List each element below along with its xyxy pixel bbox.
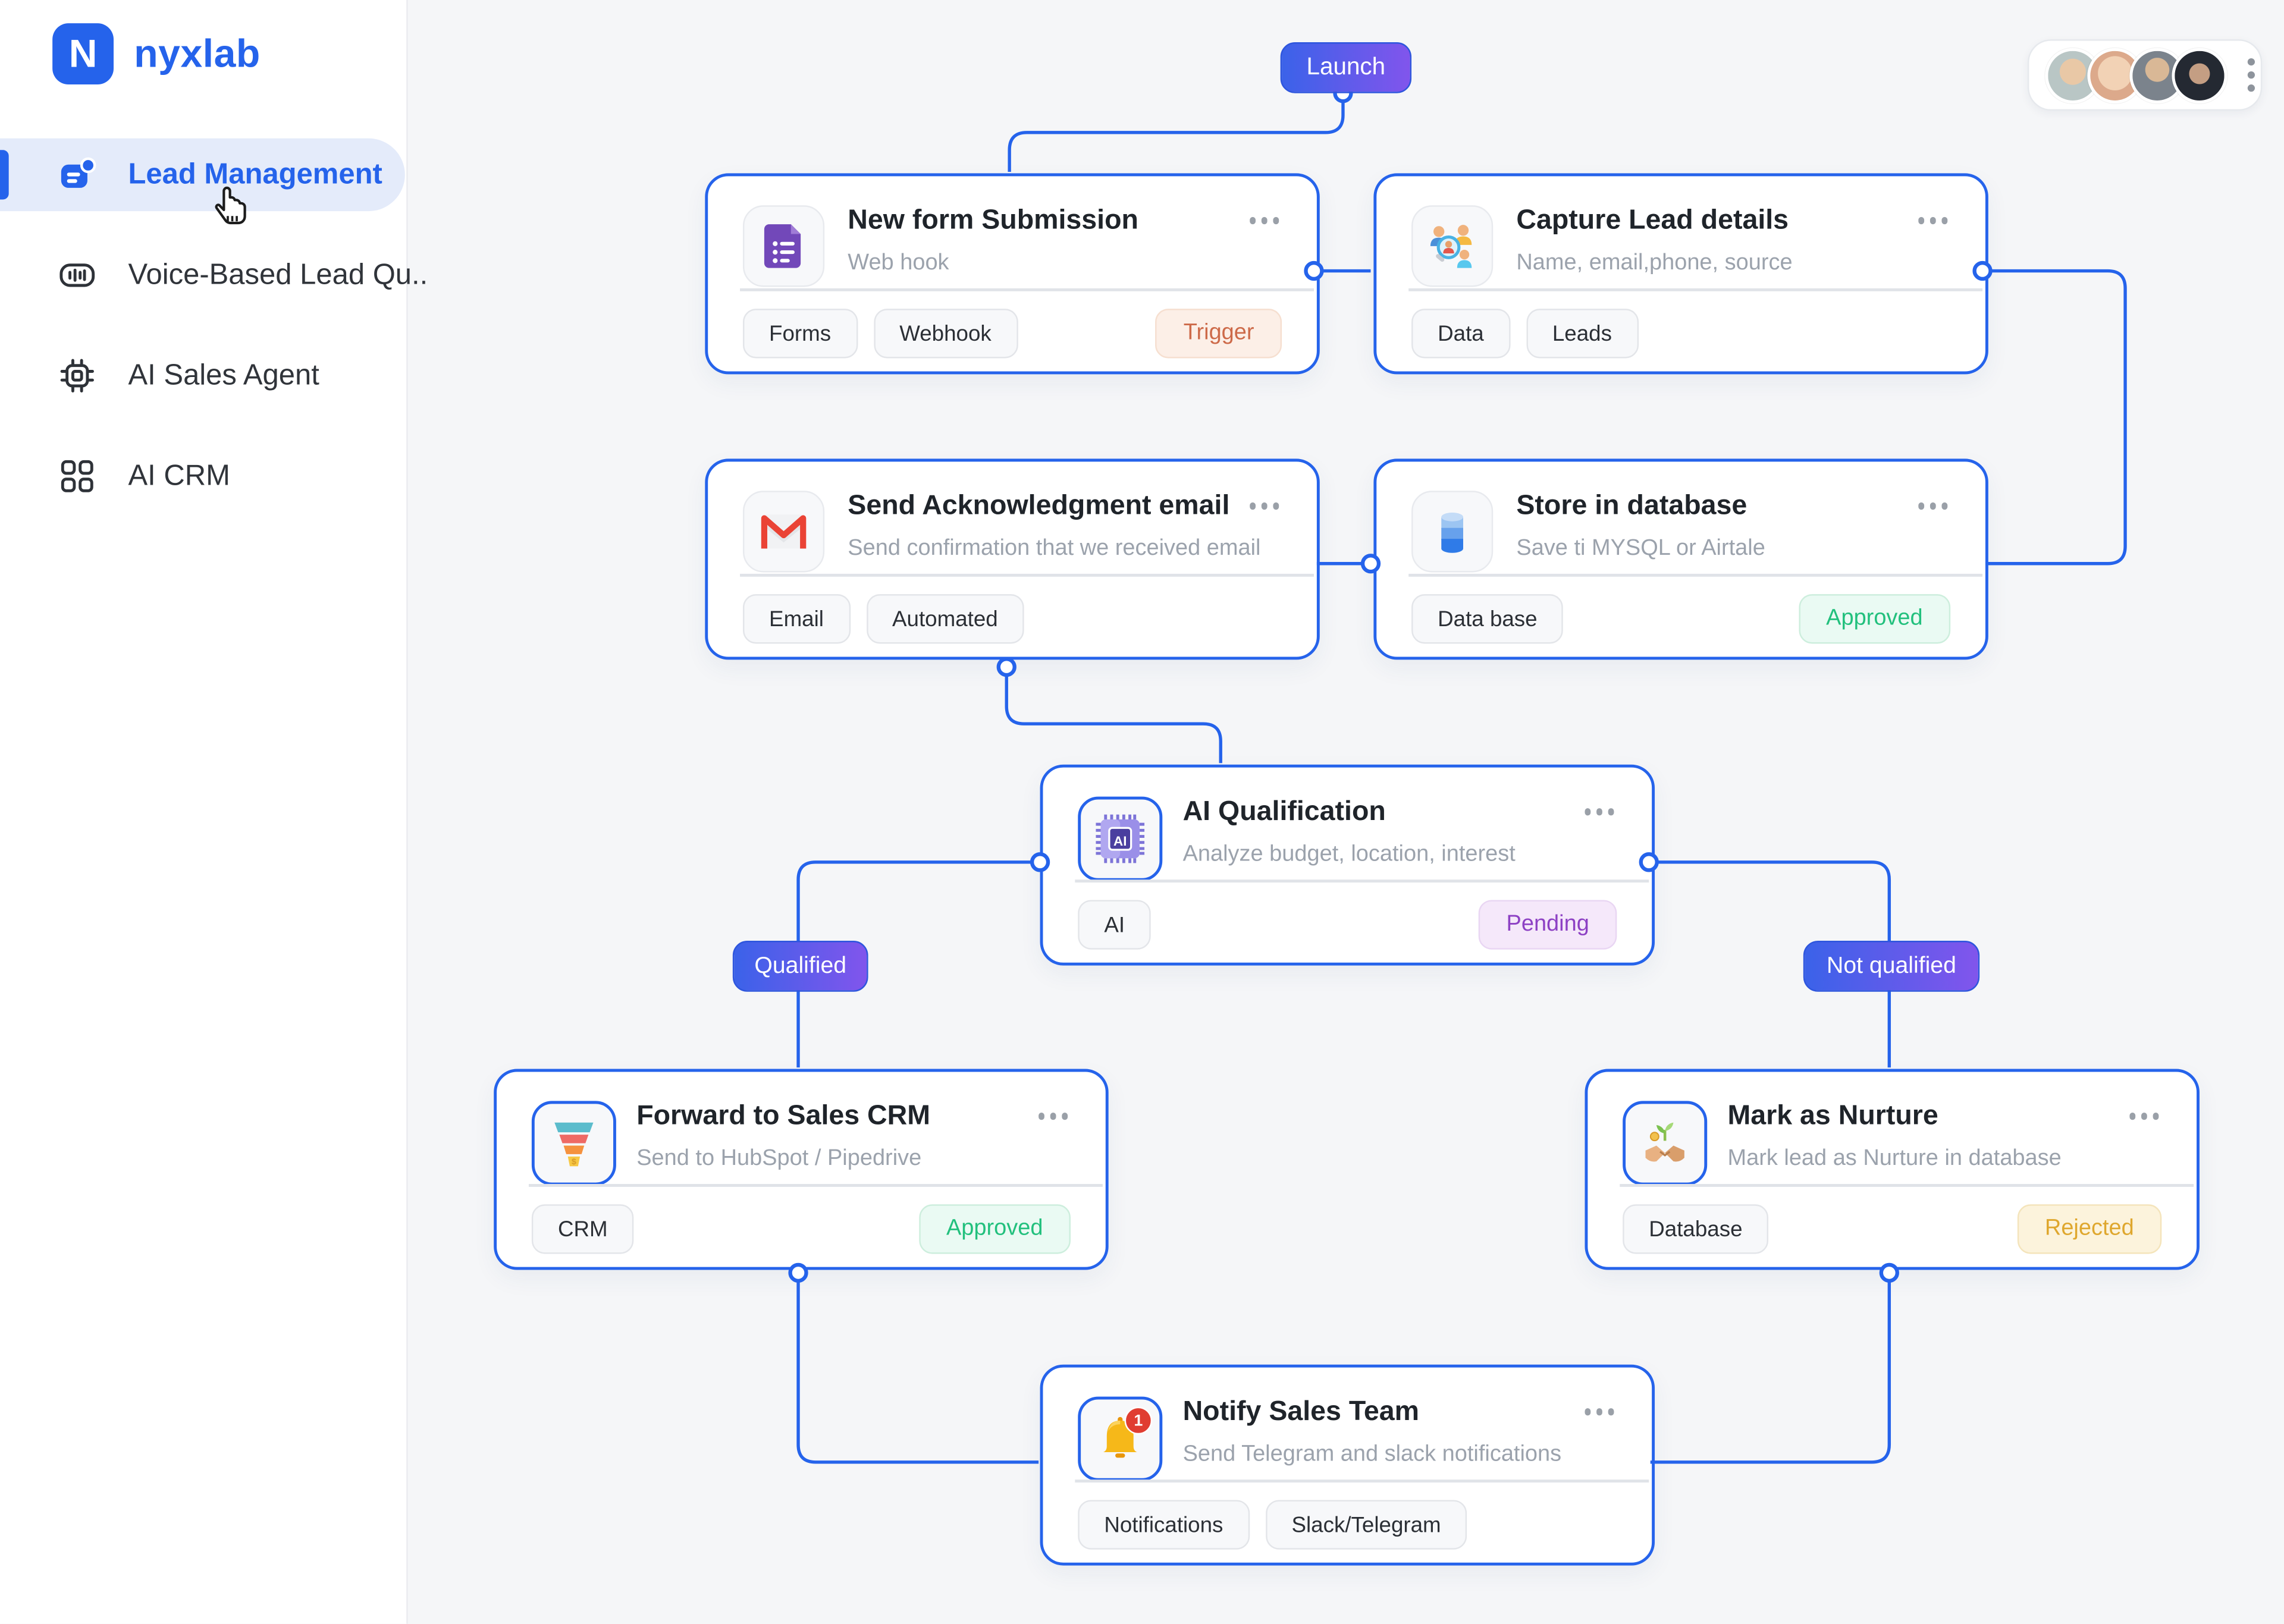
edge-sendack-to-aiqual [1005,676,1222,764]
svg-text:$: $ [572,1157,576,1167]
node-subtitle: Web hook [848,250,949,275]
node-mark-as-nurture[interactable]: Mark as Nurture Mark lead as Nurture in … [1585,1069,2200,1270]
handshake-sprout-icon [1623,1101,1708,1186]
node-title: AI Qualification [1182,796,1386,828]
divider [1408,573,1983,577]
node-send-acknowledgment-email[interactable]: Send Acknowledgment email Send confirmat… [705,458,1320,660]
node-title: New form Submission [848,205,1138,236]
tag: CRM [531,1204,634,1254]
brand-name: nyxlab [134,31,261,76]
database-icon [1411,491,1494,573]
active-indicator [0,150,9,200]
ellipsis-menu-icon[interactable] [1037,1113,1068,1120]
form-document-icon [742,205,825,287]
edge-mark-to-notify [1650,1281,1891,1464]
connector-port[interactable] [996,656,1016,677]
node-subtitle: Send to HubSpot / Pipedrive [636,1146,922,1171]
node-forward-to-sales-crm[interactable]: $ Forward to Sales CRM Send to HubSpot /… [494,1069,1109,1270]
cursor-icon [215,186,246,225]
node-title: Store in database [1516,491,1747,522]
node-capture-lead-details[interactable]: Capture Lead details Name, email,phone, … [1373,173,1988,375]
tag: Automated [865,594,1024,644]
ellipsis-menu-icon[interactable] [1249,502,1279,509]
avatar[interactable] [2172,47,2227,103]
edge-label-not-qualified: Not qualified [1803,941,1980,992]
tag: Forms [742,309,858,359]
divider [1075,879,1649,883]
tag: Leads [1526,309,1639,359]
avatar[interactable] [2087,47,2143,103]
tag: Webhook [873,309,1018,359]
node-store-in-database[interactable]: Store in database Save ti MYSQL or Airta… [1373,458,1988,660]
divider [528,1184,1103,1187]
divider [1620,1184,2194,1187]
cpu-chip-icon [60,359,94,393]
svg-text:AI: AI [1113,834,1127,849]
tag: Email [742,594,851,644]
node-new-form-submission[interactable]: New form Submission Web hook Forms Webho… [705,173,1320,375]
grid-icon [61,460,93,492]
tag: Notifications [1078,1500,1250,1550]
divider [1408,288,1983,291]
edge-capture-to-store [1985,269,2127,566]
kebab-menu-icon[interactable] [2247,58,2255,92]
sidebar-item-voice-lead-qualification[interactable]: Voice-Based Lead Qu.. [0,239,428,312]
brand-logo: N nyxlab [52,23,261,85]
people-search-icon [1411,205,1494,287]
tag: AI [1078,900,1152,950]
node-notify-sales-team[interactable]: 1 Notify Sales Team Send Telegram and sl… [1040,1364,1655,1566]
node-subtitle: Analyze budget, location, interest [1182,841,1516,867]
sidebar: N nyxlab Lead Management Voice-Based [0,0,428,1624]
ellipsis-menu-icon[interactable] [1584,1408,1614,1415]
collaborators-pill [2027,39,2263,111]
ellipsis-menu-icon[interactable] [1918,502,1948,509]
ellipsis-menu-icon[interactable] [1249,216,1279,224]
sidebar-item-label: Lead Management [128,158,382,190]
notification-count-badge: 1 [1124,1406,1153,1435]
edge-forward-to-notify [796,1281,1039,1464]
lead-management-icon [61,157,96,188]
node-subtitle: Mark lead as Nurture in database [1727,1146,2062,1171]
node-subtitle: Send Telegram and slack notifications [1182,1441,1562,1467]
node-subtitle: Name, email,phone, source [1516,250,1793,275]
tag: Slack/Telegram [1265,1500,1467,1550]
sidebar-item-ai-crm[interactable]: AI CRM [0,440,406,513]
launch-button[interactable]: Launch [1280,42,1412,93]
sidebar-item-label: Voice-Based Lead Qu.. [128,258,428,291]
status-badge: Trigger [1156,309,1282,359]
ellipsis-menu-icon[interactable] [1918,216,1948,224]
logo-mark: N [52,23,114,85]
node-title: Capture Lead details [1516,205,1789,236]
status-badge: Approved [918,1204,1071,1254]
ellipsis-menu-icon[interactable] [2129,1113,2159,1120]
sidebar-item-ai-sales-agent[interactable]: AI Sales Agent [0,340,406,412]
divider [740,573,1314,577]
node-subtitle: Send confirmation that we received email [848,536,1261,561]
ellipsis-menu-icon[interactable] [1584,808,1614,815]
node-ai-qualification[interactable]: AI AI Qualification Analyze budget, loca… [1040,764,1655,966]
status-badge: Rejected [2017,1204,2162,1254]
funnel-icon: $ [531,1101,616,1186]
gmail-icon [742,491,825,573]
tag: Data base [1411,594,1564,644]
edge-launch-to-newform [1008,98,1345,172]
sidebar-item-lead-management[interactable]: Lead Management [0,138,405,212]
sidebar-item-label: AI CRM [128,459,230,492]
node-title: Mark as Nurture [1727,1101,1938,1132]
status-badge: Approved [1798,594,1951,644]
ai-chip-icon: AI [1078,796,1163,881]
divider [1075,1479,1649,1483]
bell-icon: 1 [1078,1396,1163,1481]
divider [740,288,1314,291]
status-badge: Pending [1478,900,1617,950]
node-subtitle: Save ti MYSQL or Airtale [1516,536,1765,561]
tag: Database [1623,1204,1769,1254]
tag: Data [1411,309,1510,359]
voice-waveform-icon [59,263,95,287]
node-title: Send Acknowledgment email [848,491,1230,522]
node-title: Notify Sales Team [1182,1396,1419,1428]
node-title: Forward to Sales CRM [636,1101,931,1132]
sidebar-item-label: AI Sales Agent [128,359,319,391]
edge-label-qualified: Qualified [732,941,868,992]
